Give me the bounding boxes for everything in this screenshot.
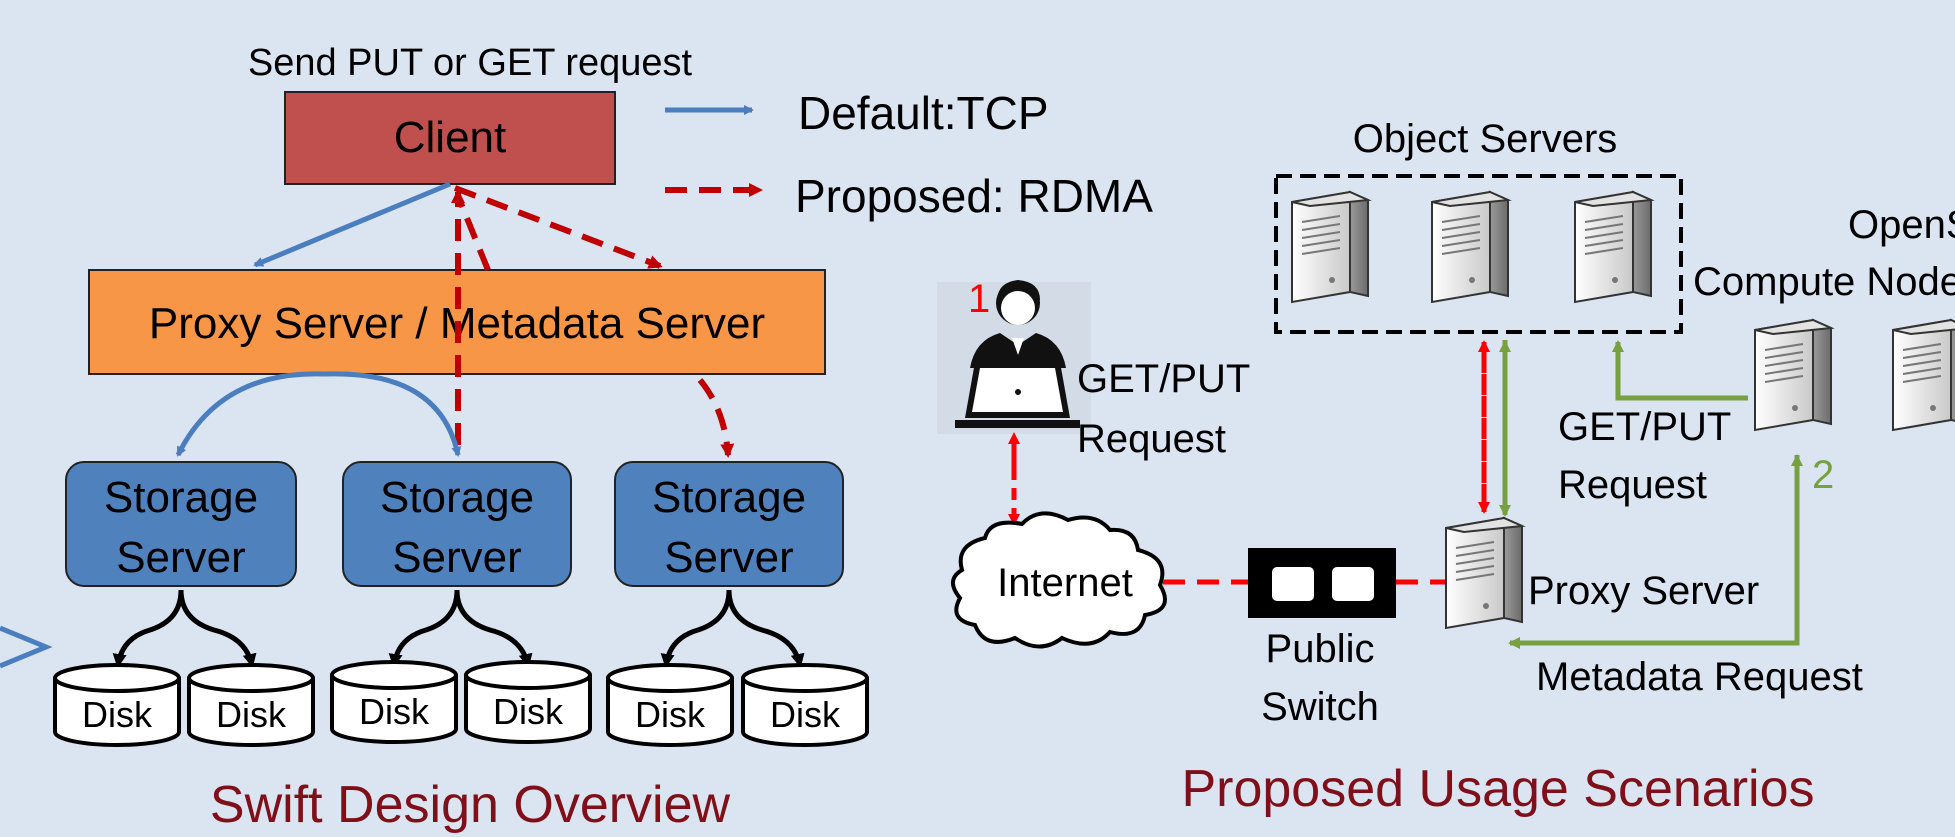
storage-server-3-line2: Server	[664, 533, 794, 582]
user-request-line2: Request	[1077, 417, 1226, 461]
rdma-arrow-client-proxy-right	[453, 185, 663, 269]
storage-server-1-line1: Storage	[104, 473, 258, 522]
compute-request-line1: GET/PUT	[1558, 405, 1731, 449]
disk-2: Disk	[187, 663, 315, 747]
user-request-line1: GET/PUT	[1077, 357, 1250, 401]
object-servers-group	[1274, 174, 1683, 334]
disk-5-label: Disk	[635, 694, 706, 735]
disk-6-label: Disk	[770, 694, 841, 735]
rdma-arrow-proxy-storage	[697, 378, 735, 458]
switch-line1: Public	[1266, 627, 1375, 671]
object-server-icon-3	[1574, 191, 1652, 303]
tcp-arrow-client-proxy	[253, 181, 451, 268]
proxy-server-label: Proxy Server	[1528, 569, 1759, 613]
disk-6: Disk	[741, 663, 869, 747]
internet-cloud	[951, 511, 1167, 649]
public-switch-icon	[1248, 548, 1396, 618]
legend-tcp-label: Default:TCP	[798, 87, 1049, 139]
disk-1: Disk	[53, 663, 181, 747]
object-server-icon-2	[1431, 191, 1509, 303]
object-servers-title: Object Servers	[1353, 117, 1618, 161]
client-box	[284, 91, 616, 185]
storage-server-2: Storage Server	[342, 461, 572, 587]
tcp-arrow-proxy-storage-1	[175, 371, 326, 457]
rdma-arrow-proxy-client	[455, 194, 491, 272]
compute-title-line1: OpenStack	[1848, 203, 1955, 247]
tcp-arrow-proxy-storage-2	[324, 371, 462, 457]
compute-marker: 2	[1812, 453, 1834, 497]
legend-rdma-label: Proposed: RDMA	[795, 170, 1153, 222]
disk-4: Disk	[464, 660, 592, 744]
compute-request-line2: Request	[1558, 463, 1707, 507]
left-edge-chevron	[0, 625, 53, 669]
compute-server-icon-1	[1754, 319, 1832, 431]
green-arrow-metadata	[1508, 455, 1800, 649]
storage-server-1-line2: Server	[116, 533, 246, 582]
storage-server-2-line2: Server	[392, 533, 522, 582]
disk-3: Disk	[330, 660, 458, 744]
storage-server-3-line1: Storage	[652, 473, 806, 522]
disk-2-label: Disk	[216, 694, 287, 735]
disk-5: Disk	[606, 663, 734, 747]
storage-server-3: Storage Server	[614, 461, 844, 587]
disk-connectors	[112, 589, 805, 668]
green-arrow-compute-objects	[1612, 340, 1748, 401]
compute-server-icon-2	[1892, 319, 1955, 431]
left-caption: Swift Design Overview	[210, 776, 731, 834]
storage-server-2-line1: Storage	[380, 473, 534, 522]
internet-label: Internet	[997, 561, 1133, 605]
metadata-label: Metadata Request	[1536, 655, 1863, 699]
compute-title-line2: Compute Node	[1693, 260, 1955, 304]
storage-server-1: Storage Server	[65, 461, 297, 587]
request-text: Send PUT or GET request	[248, 42, 693, 84]
right-caption: Proposed Usage Scenarios	[1181, 760, 1814, 818]
disk-4-label: Disk	[493, 691, 564, 732]
disk-1-label: Disk	[82, 694, 153, 735]
user-at-laptop-icon	[937, 280, 1091, 434]
proxy-server-icon	[1445, 517, 1523, 629]
user-marker: 1	[968, 277, 990, 321]
disk-3-label: Disk	[359, 691, 430, 732]
switch-line2: Switch	[1261, 685, 1379, 729]
object-server-icon-1	[1291, 191, 1369, 303]
client-label: Client	[394, 113, 507, 162]
